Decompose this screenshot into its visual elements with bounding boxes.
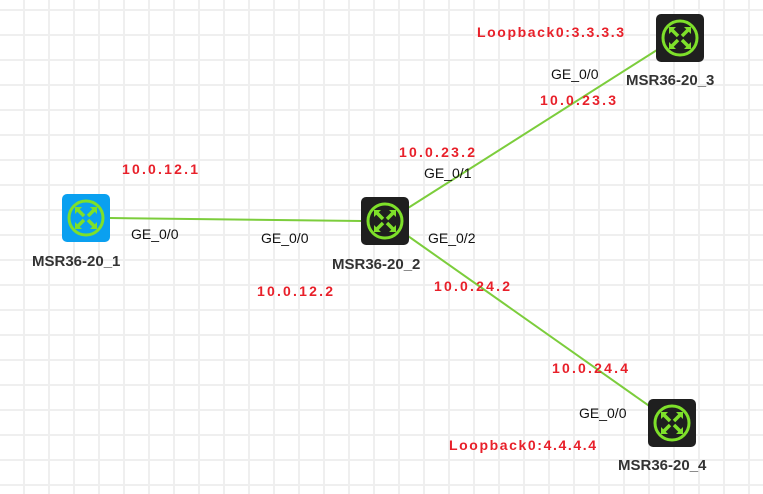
link-r1-r2[interactable] — [109, 217, 363, 222]
ip-label: 10.0.23.3 — [540, 92, 619, 108]
ip-label: 10.0.24.2 — [434, 278, 513, 294]
device-label: MSR36-20_3 — [626, 72, 715, 89]
device-label: MSR36-20_4 — [618, 457, 707, 474]
router-msr36-20-3[interactable] — [656, 14, 704, 62]
port-label: GE_0/2 — [428, 230, 476, 246]
ip-label: 10.0.12.2 — [257, 283, 336, 299]
port-label: GE_0/0 — [131, 226, 179, 242]
loopback-label: Loopback0:4.4.4.4 — [449, 437, 598, 453]
router-msr36-20-2[interactable] — [361, 197, 409, 245]
device-label: MSR36-20_1 — [32, 253, 121, 270]
ip-label: 10.0.12.1 — [122, 161, 201, 177]
router-msr36-20-4[interactable] — [648, 399, 696, 447]
device-label: MSR36-20_2 — [332, 256, 421, 273]
ip-label: 10.0.23.2 — [399, 144, 478, 160]
port-label: GE_0/1 — [424, 165, 472, 181]
link-r2-r4[interactable] — [407, 235, 656, 411]
port-label: GE_0/0 — [551, 66, 599, 82]
port-label: GE_0/0 — [261, 230, 309, 246]
router-msr36-20-1[interactable] — [62, 194, 110, 242]
ip-label: 10.0.24.4 — [552, 360, 631, 376]
port-label: GE_0/0 — [579, 405, 627, 421]
link-r2-r3[interactable] — [407, 49, 658, 209]
loopback-label: Loopback0:3.3.3.3 — [477, 24, 626, 40]
